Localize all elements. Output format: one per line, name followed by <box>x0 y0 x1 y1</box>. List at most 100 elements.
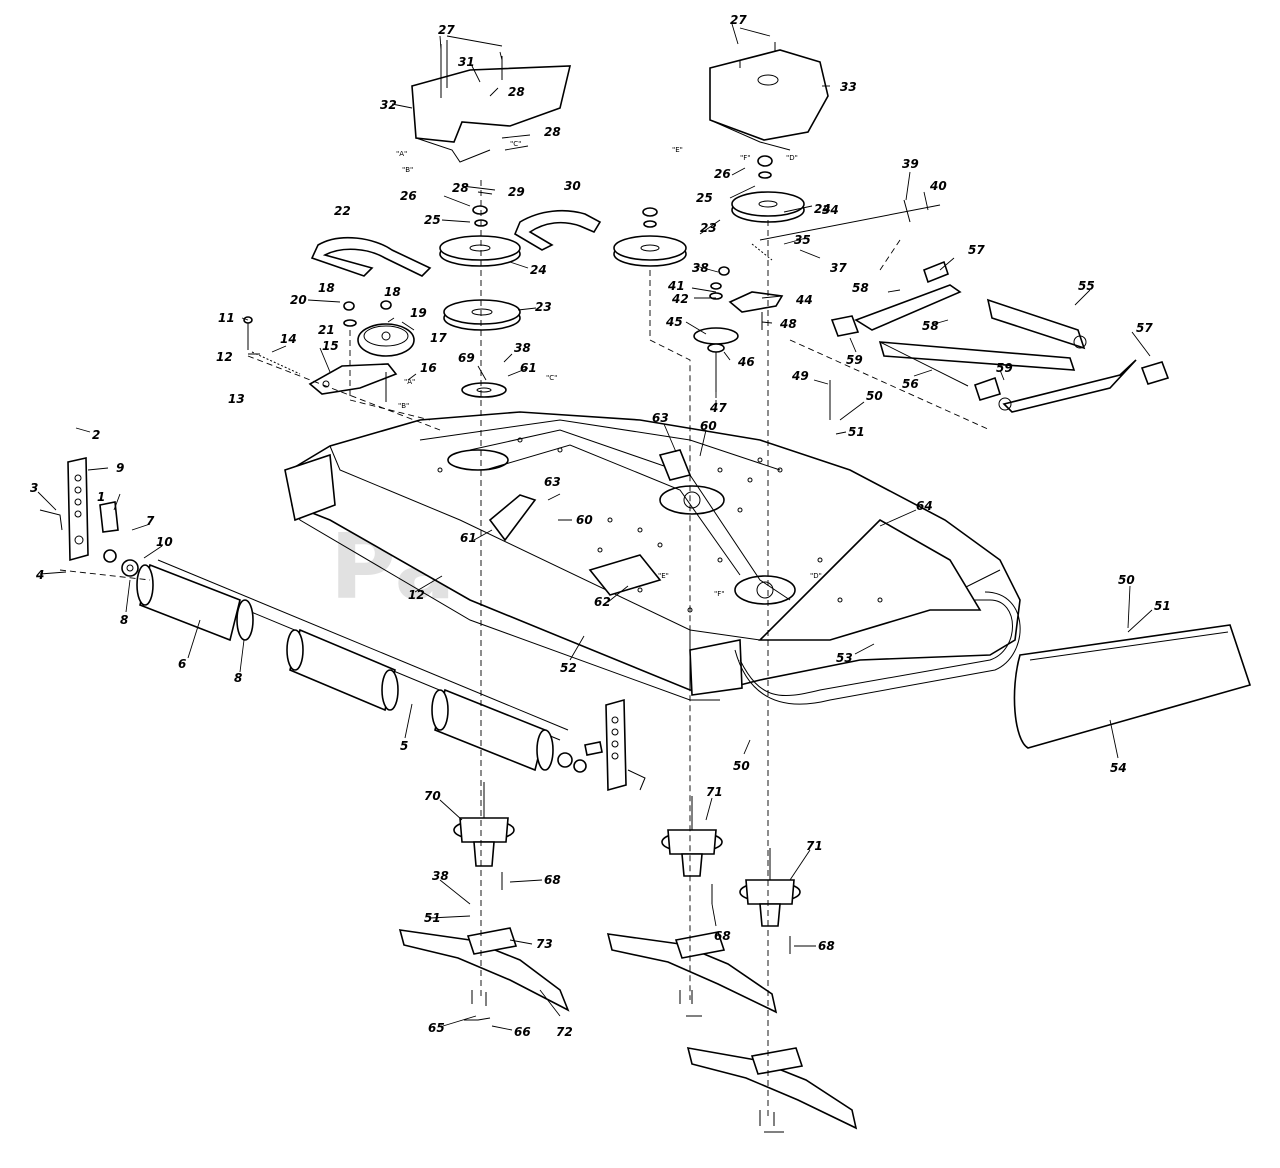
callout-49: 49 <box>791 369 809 383</box>
callout-2: 2 <box>92 428 100 442</box>
callout-33: 33 <box>840 80 857 94</box>
callout-45: 45 <box>665 315 683 329</box>
callout-30: 30 <box>564 179 581 193</box>
callout-48: 48 <box>779 317 797 331</box>
callout-21: 21 <box>318 323 335 337</box>
callout-3: 3 <box>30 481 38 495</box>
ref-a-deck: "A" <box>404 378 415 386</box>
ref-a-top: "A" <box>396 150 407 158</box>
callout-61b: 61 <box>460 531 477 545</box>
right-idler-assembly <box>693 199 941 392</box>
ref-f-top: "F" <box>740 154 750 162</box>
ref-d-deck: "D" <box>810 572 822 580</box>
callout-52: 52 <box>560 661 577 675</box>
ref-e-deck: "E" <box>658 572 669 580</box>
callout-44: 44 <box>795 293 813 307</box>
callout-28b: 28 <box>544 125 561 139</box>
callout-68b: 68 <box>714 929 731 943</box>
callout-60: 60 <box>700 419 717 433</box>
callout-28c: 28 <box>452 181 469 195</box>
callout-56: 56 <box>902 377 919 391</box>
callout-27: 27 <box>438 23 455 37</box>
callout-47: 47 <box>709 401 727 415</box>
callout-28: 28 <box>508 85 525 99</box>
ref-b-top: "B" <box>402 166 413 174</box>
callout-9: 9 <box>116 461 124 475</box>
blade-spindles <box>453 782 801 954</box>
callout-71b: 71 <box>806 839 823 853</box>
callout-20: 20 <box>290 293 307 307</box>
callout-38c: 38 <box>432 869 449 883</box>
callout-41: 41 <box>667 279 685 293</box>
callout-labels: 1 2 3 4 5 6 7 8 8 9 10 11 12 12 13 14 15… <box>30 13 1171 1039</box>
callout-1: 1 <box>97 490 105 504</box>
callout-55: 55 <box>1078 279 1095 293</box>
callout-69: 69 <box>458 351 475 365</box>
callout-40: 40 <box>929 179 947 193</box>
callout-51: 51 <box>848 425 865 439</box>
callout-53: 53 <box>836 651 853 665</box>
callout-68c: 68 <box>818 939 835 953</box>
mower-deck-housing <box>284 411 1021 705</box>
callout-70: 70 <box>424 789 441 803</box>
callout-60b: 60 <box>576 513 593 527</box>
callout-4: 4 <box>35 568 44 582</box>
callout-7: 7 <box>146 514 155 528</box>
mower-blades <box>398 927 858 1133</box>
callout-26b: 26 <box>714 167 731 181</box>
callout-61: 61 <box>520 361 537 375</box>
callout-63: 63 <box>652 411 669 425</box>
callout-13: 13 <box>228 392 245 406</box>
callout-38b: 38 <box>514 341 531 355</box>
callout-50: 50 <box>866 389 883 403</box>
callout-8: 8 <box>120 613 128 627</box>
callout-57b: 57 <box>1136 321 1153 335</box>
callout-18b: 18 <box>384 285 401 299</box>
callout-11: 11 <box>218 311 235 325</box>
side-baffle <box>1013 624 1252 749</box>
idler-arm-assembly <box>243 316 398 402</box>
callout-6: 6 <box>178 657 186 671</box>
callout-27b: 27 <box>730 13 747 27</box>
callout-23b: 23 <box>700 221 717 235</box>
callout-68: 68 <box>544 873 561 887</box>
callout-12b: 12 <box>408 588 425 602</box>
callout-29: 29 <box>508 185 525 199</box>
pulleys <box>343 155 805 398</box>
callout-18: 18 <box>318 281 335 295</box>
callout-15: 15 <box>322 339 339 353</box>
callout-31: 31 <box>458 55 475 69</box>
callout-24b: 24 <box>814 202 831 216</box>
callout-38: 38 <box>692 261 709 275</box>
callout-35: 35 <box>794 233 811 247</box>
callout-14: 14 <box>280 332 297 346</box>
drive-belt <box>310 209 602 277</box>
callout-24: 24 <box>530 263 547 277</box>
reference-letters: "A" "B" "C" "E" "F" "D" "A" "B" "C" "E" … <box>396 140 822 598</box>
callout-26: 26 <box>400 189 417 203</box>
callout-64: 64 <box>916 499 933 513</box>
callout-65: 65 <box>428 1021 445 1035</box>
callout-62: 62 <box>594 595 611 609</box>
callout-22: 22 <box>334 204 351 218</box>
callout-59: 59 <box>846 353 863 367</box>
callout-34: 34 <box>822 203 839 217</box>
callout-23: 23 <box>535 300 552 314</box>
leader-lines <box>37 23 1153 1031</box>
ref-f-deck: "F" <box>714 590 724 598</box>
callout-25b: 25 <box>696 191 713 205</box>
callout-63b: 63 <box>544 475 561 489</box>
callout-46: 46 <box>737 355 755 369</box>
assembly-lines <box>59 180 991 1120</box>
callout-8b: 8 <box>234 671 242 685</box>
callout-54: 54 <box>1110 761 1127 775</box>
callout-25: 25 <box>424 213 441 227</box>
callout-73: 73 <box>536 937 553 951</box>
callout-39: 39 <box>902 157 919 171</box>
ref-b-deck: "B" <box>398 402 409 410</box>
ref-c-deck: "C" <box>546 374 557 382</box>
callout-72: 72 <box>556 1025 573 1039</box>
callout-12: 12 <box>216 350 233 364</box>
callout-58b: 58 <box>922 319 939 333</box>
callout-32: 32 <box>380 98 397 112</box>
